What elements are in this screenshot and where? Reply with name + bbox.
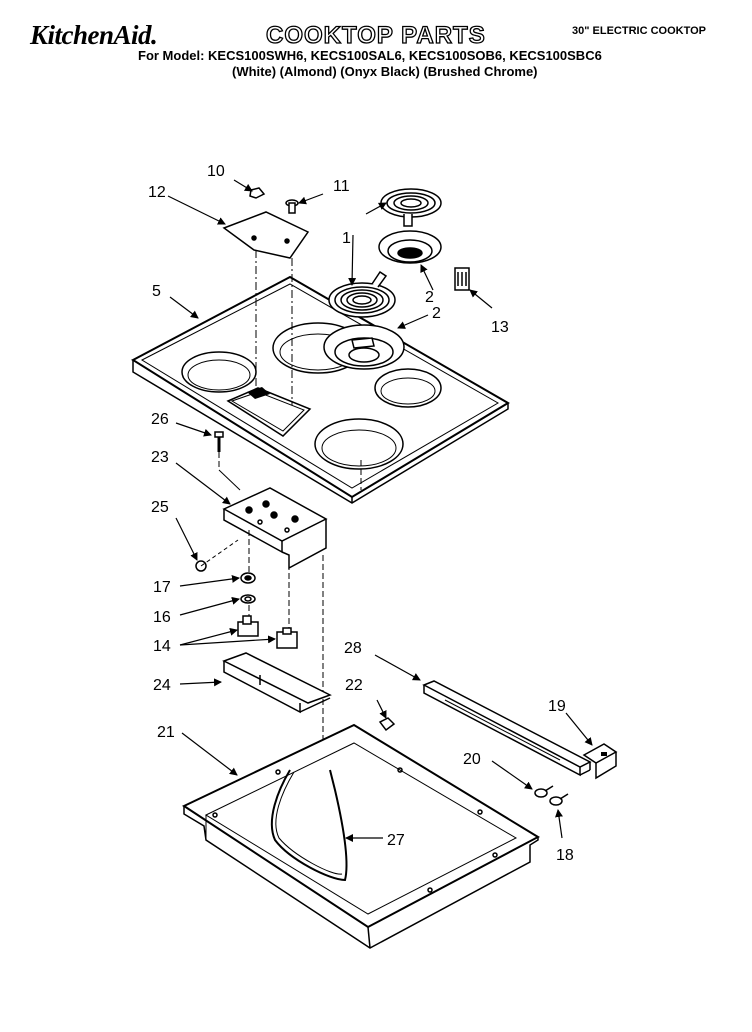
callout-27: 27	[387, 832, 405, 849]
callout-19: 19	[548, 698, 566, 715]
callout-21: 21	[157, 724, 175, 741]
drip-bowl-large	[323, 324, 405, 370]
screw-part-26	[214, 431, 224, 452]
callout-25: 25	[151, 499, 169, 516]
drip-bowl-small	[378, 230, 442, 264]
callout-10: 10	[207, 163, 225, 180]
callout-12: 12	[148, 184, 166, 201]
callout-24: 24	[153, 677, 171, 694]
callout-11: 11	[333, 178, 350, 195]
infinite-switch-left	[237, 615, 259, 637]
screw-part-18	[549, 793, 569, 806]
page-subtitle: 30" ELECTRIC COOKTOP	[572, 25, 706, 37]
switch-shield	[222, 652, 332, 714]
surface-element-large	[328, 270, 396, 318]
callout-16: 16	[153, 609, 171, 626]
callout-2-small: 2	[425, 289, 434, 306]
callout-26: 26	[151, 411, 169, 428]
switch-bracket	[222, 487, 328, 570]
callout-20: 20	[463, 751, 481, 768]
callout-14: 14	[153, 638, 171, 655]
surface-element-small	[380, 188, 442, 227]
callout-23: 23	[151, 449, 169, 466]
nut-part-22	[378, 717, 396, 732]
mounting-rail	[422, 680, 592, 777]
callout-2: 2	[432, 305, 441, 322]
color-list: (White) (Almond) (Onyx Black) (Brushed C…	[232, 64, 538, 79]
screw-part-11	[285, 199, 299, 214]
leader-lines	[167, 179, 593, 842]
screw-part-25	[195, 539, 239, 572]
nut-part-10	[249, 187, 266, 199]
callouts: 10 11 12 1 2 2 13 5 26 23 25 17 16 14 24…	[148, 163, 574, 864]
model-list: For Model: KECS100SWH6, KECS100SAL6, KEC…	[138, 48, 602, 63]
wire-harness	[270, 769, 348, 882]
washer-part-16	[240, 594, 256, 604]
brand-logo: KitchenAid.	[30, 20, 158, 50]
callout-17: 17	[153, 579, 171, 596]
callout-5: 5	[152, 283, 161, 300]
callout-13: 13	[491, 319, 509, 336]
rail-bracket	[582, 743, 618, 780]
infinite-switch-right	[276, 627, 298, 649]
control-bracket-plate	[222, 211, 310, 259]
callout-18: 18	[556, 847, 574, 864]
nut-part-17	[240, 572, 256, 584]
callout-1: 1	[342, 230, 351, 247]
cooktop-top	[130, 275, 510, 504]
terminal-block	[454, 267, 470, 291]
base-pan	[181, 723, 541, 949]
screw-part-20	[534, 785, 554, 798]
page-title: COOKTOP PARTS	[265, 21, 486, 49]
callout-22: 22	[345, 677, 363, 694]
callout-28: 28	[344, 640, 362, 657]
